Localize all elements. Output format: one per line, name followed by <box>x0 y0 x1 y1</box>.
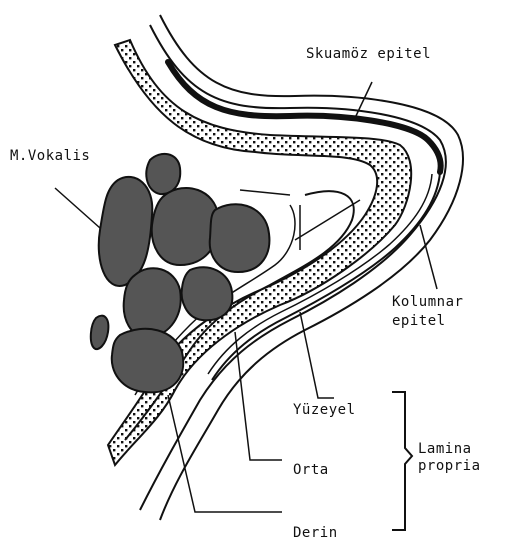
label-vocalis-muscle: M.Vokalis <box>10 148 90 164</box>
leader-deep <box>168 395 282 512</box>
label-lamina-propria-1: Lamina <box>418 441 472 457</box>
leader-vocalis <box>55 188 100 228</box>
label-lamina-propria-2: propria <box>418 458 481 474</box>
label-squamous-epithelium: Skuamöz epitel <box>306 46 431 62</box>
lamina-propria-bracket <box>392 392 412 530</box>
outer-surface-line <box>140 25 446 510</box>
label-columnar-epithelium-1: Kolumnar <box>392 294 463 310</box>
label-columnar-epithelium-2: epitel <box>392 313 446 329</box>
label-deep-layer: Derin <box>293 525 338 541</box>
label-superficial-layer: Yüzeyel <box>293 402 356 418</box>
label-intermediate-layer: Orta <box>293 462 329 478</box>
